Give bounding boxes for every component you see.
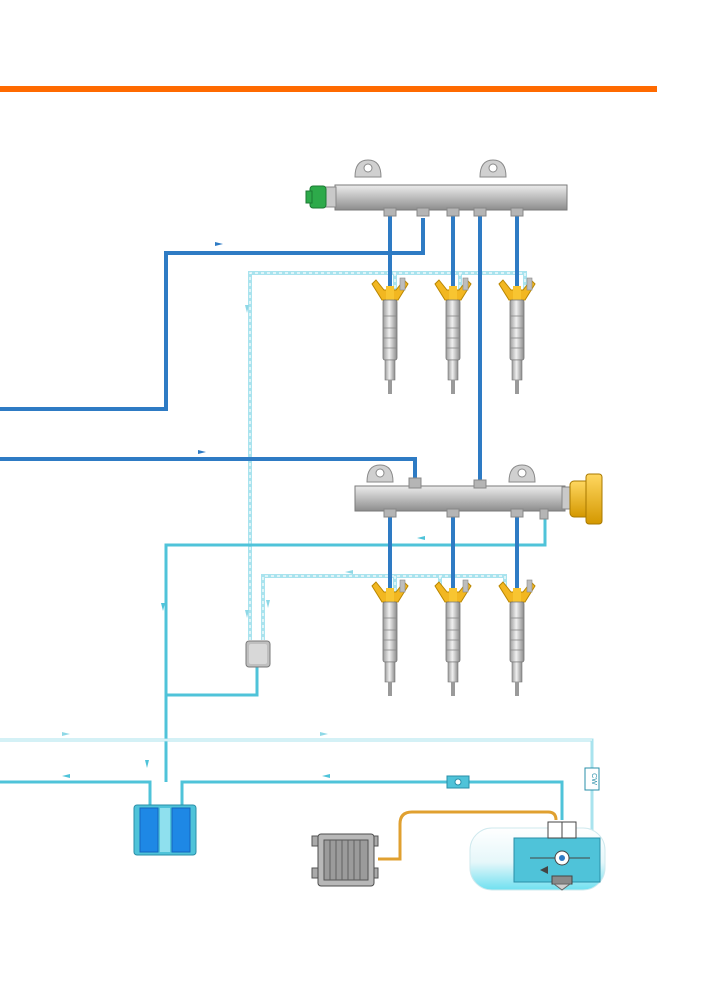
high-pressure-lines: [0, 212, 519, 592]
injector-upper-3: [498, 277, 536, 395]
injector-lower-3: [498, 579, 536, 697]
fuel-tank: [469, 821, 606, 891]
check-valve: CW: [584, 767, 600, 791]
pressure-damper: [245, 640, 271, 668]
tank-return-line: [0, 738, 594, 830]
lower-fuel-rail: [354, 464, 566, 520]
flow-arrows: [198, 242, 223, 454]
return-lines: [0, 518, 564, 820]
check-valve-label: CW: [590, 773, 597, 785]
fuel-filter: [133, 804, 197, 856]
fuel-pump-control-unit: [311, 833, 379, 887]
one-way-valve: [446, 775, 470, 789]
control-wire: [378, 810, 558, 861]
injector-lower-1: [371, 579, 409, 697]
upper-fuel-rail: [334, 159, 568, 217]
pressure-regulator-valve: [561, 473, 603, 525]
injector-upper-1: [371, 277, 409, 395]
pressure-sensor: [305, 185, 337, 209]
header-bar: [0, 86, 657, 92]
injector-upper-2: [434, 277, 472, 395]
injector-lower-2: [434, 579, 472, 697]
